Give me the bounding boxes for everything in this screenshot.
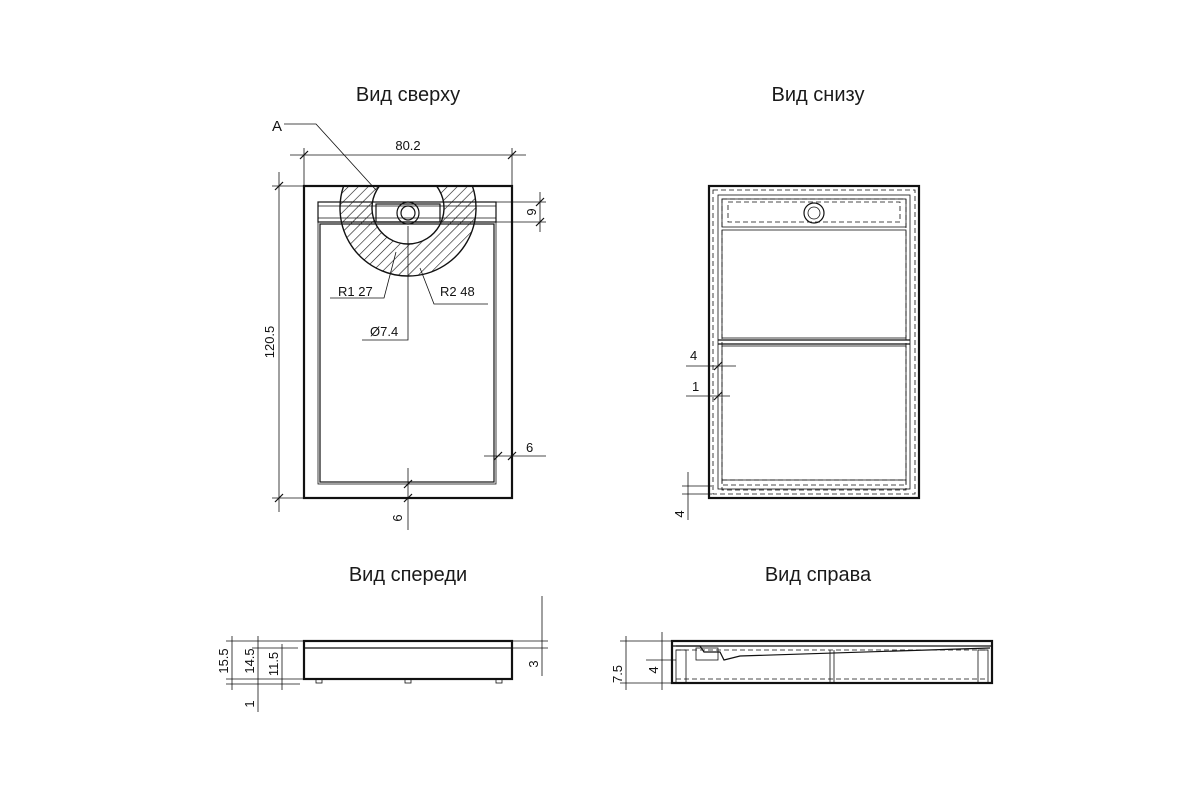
inner-frame	[717, 194, 911, 490]
tick	[274, 181, 284, 191]
r2-label: R2 48	[440, 284, 475, 299]
front-h-14-5: 14.5	[242, 648, 257, 673]
bottom-dim-4b: 4	[672, 510, 687, 517]
dim-gutter-label: 9	[524, 208, 539, 215]
r1-label: R1 27	[338, 284, 373, 299]
section-a-ring	[339, 186, 477, 277]
bottom-view: Вид снизу 4 1 4	[672, 84, 921, 520]
tick	[535, 217, 545, 227]
tick	[507, 150, 517, 160]
foot	[404, 678, 412, 684]
front-view-title: Вид спереди	[349, 564, 467, 586]
bottom-dim-4: 4	[690, 348, 697, 363]
foot	[315, 678, 323, 684]
diameter-leader	[362, 226, 409, 341]
right-view: Вид справа 7.5 4	[610, 564, 994, 690]
foot	[495, 678, 503, 684]
tick	[535, 197, 545, 207]
diameter-label: Ø7.4	[370, 324, 398, 339]
top-view-title: Вид сверху	[356, 84, 460, 106]
tick	[274, 493, 284, 503]
bottom-dim-1: 1	[692, 379, 699, 394]
drain-icon	[396, 201, 420, 225]
front-h-15-5: 15.5	[216, 648, 231, 673]
dim-width-label: 80.2	[395, 138, 420, 153]
front-h-3: 3	[526, 660, 541, 667]
front-h-11-5: 11.5	[266, 652, 281, 676]
drain-inner	[400, 205, 416, 221]
end-wall	[977, 649, 989, 684]
main-cell-lower	[721, 345, 907, 481]
bottom-view-title: Вид снизу	[772, 84, 865, 106]
front-h-1: 1	[242, 700, 257, 707]
tick	[299, 150, 309, 160]
drain-box	[375, 203, 441, 223]
callout-a-leader	[284, 123, 377, 191]
top-view: Вид сверху A 80.2 120.5	[262, 84, 546, 530]
front-view: Вид спереди 15.5 14.5 11.5 1 3	[216, 564, 548, 712]
right-h-4: 4	[646, 666, 661, 673]
main-cell-upper	[721, 229, 907, 339]
tick	[493, 451, 503, 461]
bottom-drain-inner	[807, 206, 821, 220]
dim-length-label: 120.5	[262, 326, 277, 359]
bottom-rim-label: 6	[390, 514, 405, 521]
bottom-strip	[721, 479, 907, 491]
r2-leader	[419, 267, 488, 305]
r1-leader	[330, 251, 397, 299]
tick	[713, 361, 723, 371]
right-h-7-5: 7.5	[610, 665, 625, 683]
tick	[507, 451, 517, 461]
tick	[713, 391, 723, 401]
right-view-title: Вид справа	[765, 564, 872, 586]
front-view-outline	[302, 639, 514, 681]
inner-dash	[721, 198, 907, 486]
bottom-view-outline	[707, 184, 921, 500]
top-compartment	[721, 198, 907, 228]
side-rim-label: 6	[526, 440, 533, 455]
drain-profile	[695, 647, 719, 661]
right-view-outline	[670, 639, 994, 685]
callout-a-label: A	[272, 118, 282, 135]
tick	[403, 493, 413, 503]
outer-dash	[712, 189, 916, 495]
tick	[403, 479, 413, 489]
end-wall	[675, 649, 687, 684]
bottom-drain-icon	[803, 202, 825, 224]
gutter-profile	[676, 645, 991, 661]
